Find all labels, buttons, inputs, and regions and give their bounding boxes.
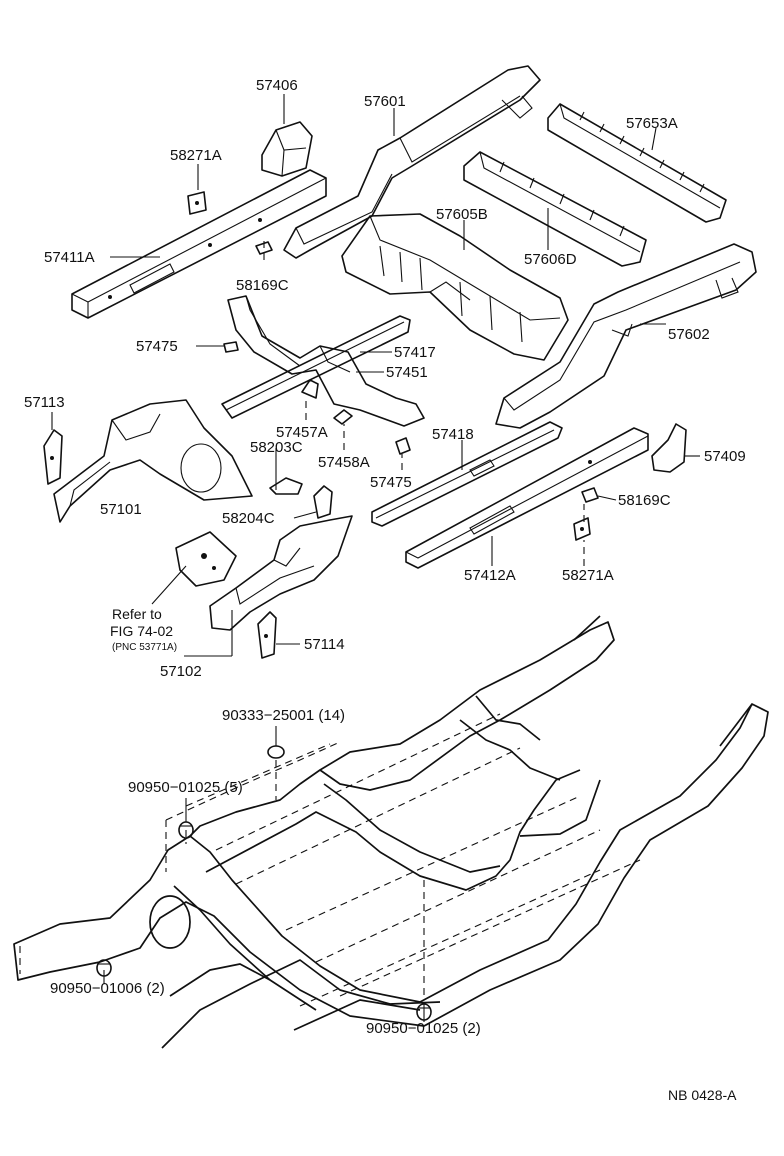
refer-line-3: (PNC 53771A) bbox=[112, 642, 177, 653]
plug-90950-01025-top bbox=[178, 821, 194, 839]
label-90950-01025-2: 90950−01025 (2) bbox=[366, 1020, 481, 1037]
label-57409: 57409 bbox=[704, 448, 746, 465]
figure-id: NB 0428-A bbox=[668, 1087, 737, 1103]
label-57451: 57451 bbox=[386, 364, 428, 381]
plug-90950-01006 bbox=[96, 959, 112, 977]
label-58169C-right: 58169C bbox=[618, 492, 671, 509]
part-57418-brace bbox=[371, 421, 563, 527]
part-57475-grommet-mid bbox=[395, 437, 411, 455]
part-57406-bracket bbox=[261, 121, 313, 177]
label-57458A: 57458A bbox=[318, 454, 370, 471]
part-57602-side-rail bbox=[495, 243, 757, 429]
label-57475-left: 57475 bbox=[136, 338, 178, 355]
part-57417-brace bbox=[221, 315, 411, 419]
label-57114: 57114 bbox=[304, 636, 345, 653]
part-57451-crossmember bbox=[227, 295, 425, 427]
part-57102-apron-right bbox=[209, 515, 353, 631]
part-57653A-crossmember bbox=[547, 103, 727, 223]
label-90333-25001: 90333−25001 (14) bbox=[222, 707, 345, 724]
label-57102: 57102 bbox=[160, 663, 202, 680]
part-57606D-crossmember bbox=[463, 151, 647, 267]
chassis-frame bbox=[13, 615, 769, 1049]
label-58271A-top: 58271A bbox=[170, 147, 222, 164]
label-57605B: 57605B bbox=[436, 206, 488, 223]
part-57605B-floor-pan bbox=[341, 213, 569, 361]
part-58204C-bracket bbox=[313, 485, 333, 519]
label-58204C: 58204C bbox=[222, 510, 275, 527]
label-57601: 57601 bbox=[364, 93, 406, 110]
label-57653A: 57653A bbox=[626, 115, 678, 132]
label-58169C-top: 58169C bbox=[236, 277, 289, 294]
part-57409-bracket bbox=[651, 423, 687, 473]
refer-line-2: FIG 74-02 bbox=[110, 623, 173, 639]
label-90950-01025-5: 90950−01025 (5) bbox=[128, 779, 243, 796]
label-57457A: 57457A bbox=[276, 424, 328, 441]
grommet-90333 bbox=[267, 745, 285, 759]
part-58169C-clip-right bbox=[581, 487, 599, 503]
label-57101: 57101 bbox=[100, 501, 142, 518]
label-58271A-right: 58271A bbox=[562, 567, 614, 584]
part-57412A-rail bbox=[405, 427, 649, 569]
label-57411A: 57411A bbox=[44, 249, 95, 266]
part-57601-side-rail bbox=[283, 65, 541, 259]
part-58271A-plate-top bbox=[187, 191, 207, 215]
label-57113: 57113 bbox=[24, 394, 65, 411]
plug-90950-01025-bottom bbox=[416, 1003, 432, 1021]
label-57606D: 57606D bbox=[524, 251, 577, 268]
label-57412A: 57412A bbox=[464, 567, 516, 584]
label-57418: 57418 bbox=[432, 426, 474, 443]
part-57113-bracket bbox=[43, 429, 63, 485]
part-53771A-plate bbox=[175, 531, 237, 587]
part-57458A-bracket bbox=[333, 409, 353, 425]
label-57406: 57406 bbox=[256, 77, 298, 94]
label-57417: 57417 bbox=[394, 344, 436, 361]
refer-line-1: Refer to bbox=[112, 606, 162, 622]
part-57114-bracket bbox=[257, 611, 277, 659]
label-58203C: 58203C bbox=[250, 439, 303, 456]
part-58271A-plate-right bbox=[573, 517, 591, 541]
label-57602: 57602 bbox=[668, 326, 710, 343]
chassis-dashed-lines bbox=[19, 713, 641, 1007]
leader-lines bbox=[51, 94, 700, 1022]
part-57457A-bracket bbox=[301, 379, 319, 399]
part-57475-grommet-left bbox=[223, 341, 239, 353]
part-58203C-bracket bbox=[269, 477, 303, 495]
part-57411A-rail bbox=[71, 169, 327, 319]
part-57101-apron-left bbox=[53, 399, 253, 523]
label-90950-01006-2: 90950−01006 (2) bbox=[50, 980, 165, 997]
label-57475-mid: 57475 bbox=[370, 474, 412, 491]
